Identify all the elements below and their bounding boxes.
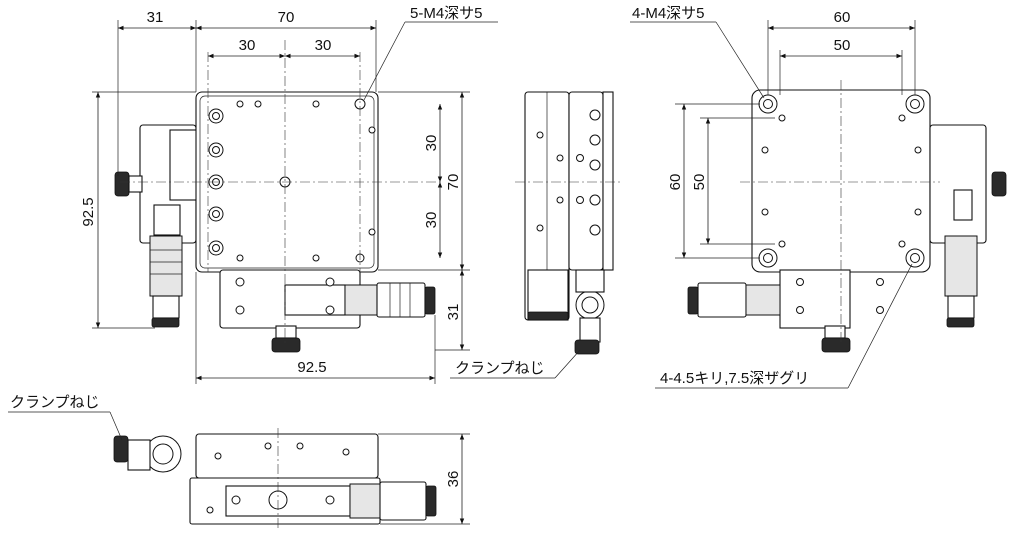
dim-hole-pitch-lower: 30 (423, 212, 440, 229)
dim-holes-left: 30 (239, 37, 256, 54)
dim-table-height: 70 (445, 174, 462, 191)
dim-height-total: 92.5 (80, 197, 97, 226)
bottom-micrometer-right (944, 235, 978, 297)
side-rail (602, 91, 614, 271)
front-micrometer-thimble (379, 481, 427, 521)
dim-bottom-width-inner: 50 (834, 37, 851, 54)
bracket-block (169, 129, 201, 201)
bottom-bracket (929, 124, 987, 244)
front-view: クランプねじ 36 (8, 394, 470, 530)
bottom-clamp-knob (991, 171, 1007, 197)
dim-knob-offset: 31 (445, 304, 462, 321)
dim-width-bottom: 92.5 (297, 359, 326, 376)
dim-holes-right: 30 (315, 37, 332, 54)
front-table (195, 433, 379, 479)
clamp-post-bottom (275, 325, 297, 339)
micrometer-thimble-bottom (376, 282, 426, 318)
side-view: クランプねじ (450, 91, 620, 379)
callout-counterbore: 4-4.5キリ,7.5深ザグリ (660, 370, 809, 387)
callout-clamp-screw-side: クランプねじ (455, 360, 545, 377)
clamp-knob-left (114, 171, 130, 197)
bottom-view: 60 50 60 50 4-M4深サ5 4-4.5キリ,7.5深ザグリ (630, 5, 1007, 389)
dim-bottom-height-outer: 60 (667, 174, 684, 191)
base-slot (284, 284, 346, 316)
dim-width-top: 70 (278, 9, 295, 26)
callout-tapped-holes-top: 5-M4深サ5 (410, 5, 483, 22)
micrometer-barrel-bottom (344, 284, 378, 316)
front-micrometer-barrel (349, 483, 381, 519)
dim-bottom-height-inner: 50 (691, 174, 708, 191)
bottom-base (779, 269, 851, 329)
bottom-micrometer-left (697, 282, 747, 318)
callout-clamp-screw-front: クランプねじ (10, 394, 100, 411)
dim-front-height: 36 (445, 471, 462, 488)
micrometer-knob-bottom (424, 286, 436, 315)
micrometer-head-left (153, 204, 181, 236)
callout-tapped-holes-bottom: 4-M4深サ5 (632, 5, 705, 22)
front-clamp-knob (113, 435, 129, 463)
side-clamp-knob (574, 339, 600, 355)
micrometer-thimble-left (152, 295, 180, 319)
dim-bottom-width-top: 60 (834, 9, 851, 26)
micrometer-knob-left (151, 317, 180, 328)
clamp-shaft (128, 175, 143, 193)
clamp-knob-bottom (271, 337, 301, 353)
top-view: 31 70 30 30 92.5 30 30 70 31 92.5 5-M4深サ… (80, 5, 498, 384)
micrometer-barrel-left (149, 235, 183, 297)
dim-hole-pitch-upper: 30 (423, 135, 440, 152)
dim-width-left: 31 (147, 9, 164, 26)
